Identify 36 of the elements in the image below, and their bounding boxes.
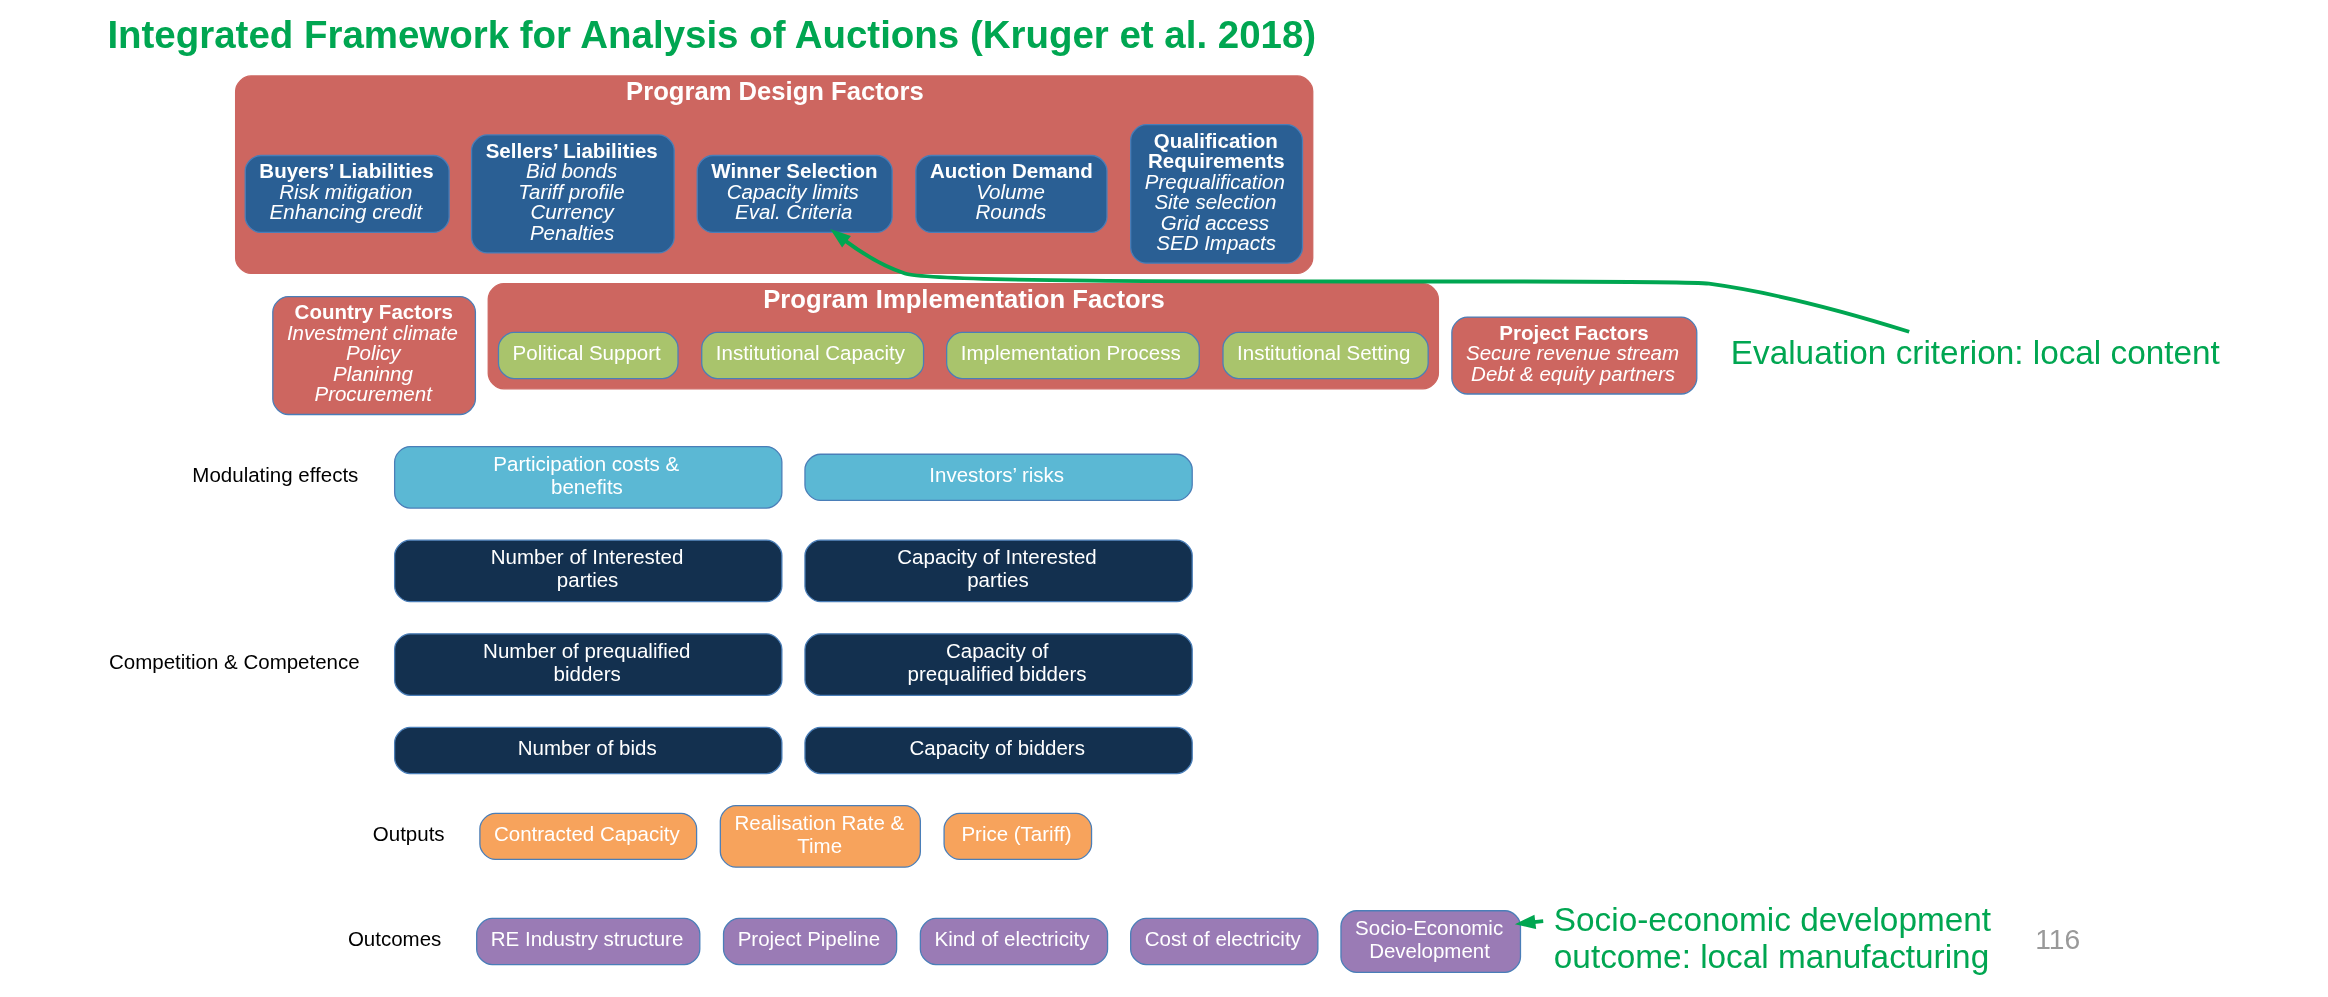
node-box: Price (Tariff) [943,812,1093,861]
node-box: Auction Demand Volume Rounds [915,154,1108,234]
node-box: RE Industry structure [476,917,701,966]
node-box: Sellers’ Liabilities Bid bonds Tariff profile Currency Penalties [470,134,675,254]
node-box: Buyers’ Liabilities Risk mitigation Enhancing credit [244,154,450,234]
node-box: Country Factors Investment climate Policy Planinng Procurement [272,295,477,416]
label: Modulating effects [192,463,359,487]
node-box: Qualification Requirements Prequalification Site selection Grid access SED Impacts [1130,124,1304,264]
label: Outcomes [347,927,442,951]
node-box: Institutional Setting [1222,331,1429,380]
node-box: Number of bids [394,726,783,775]
node-box: Capacity of bidders [804,726,1193,775]
node-box: Cost of electricity [1130,917,1319,966]
node-box: Project Pipeline [722,917,898,966]
node-box: Kind of electricity [919,917,1109,966]
node-box: Project Factors Secure revenue stream Debt & equity partners [1451,316,1698,395]
node-box: Implementation Process [946,331,1200,380]
node-box: Number of prequalified bidders [394,633,783,696]
node-text: Socio-economic development outcome: local manufacturing [1553,901,1992,976]
node-box: Capacity of prequalified bidders [804,633,1193,696]
label: 116 [2035,922,2081,955]
node-box: Institutional Capacity [701,331,925,380]
label: Outputs [372,822,445,846]
node-box: Capacity of Interested parties [804,539,1193,603]
node-box: Number of Interested parties [394,539,783,603]
label: Competition & Competence [108,650,360,674]
node-text: Evaluation criterion: local content [1730,333,2220,371]
node-box: Contracted Capacity [479,812,698,861]
arrow [830,229,1910,334]
node-box: Investors’ risks [804,453,1193,502]
node-box: Winner Selection Capacity limits Eval. Criteria [696,154,893,234]
node-box: Realisation Rate & Time [719,804,921,868]
node-box: Participation costs & benefits [394,445,783,509]
node-box: Socio-Economic Development [1340,910,1522,973]
diagram-title: Integrated Framework for Analysis of Auctions (Kruger et al. 2018) [107,12,1317,56]
node-box: Political Support [497,331,679,380]
